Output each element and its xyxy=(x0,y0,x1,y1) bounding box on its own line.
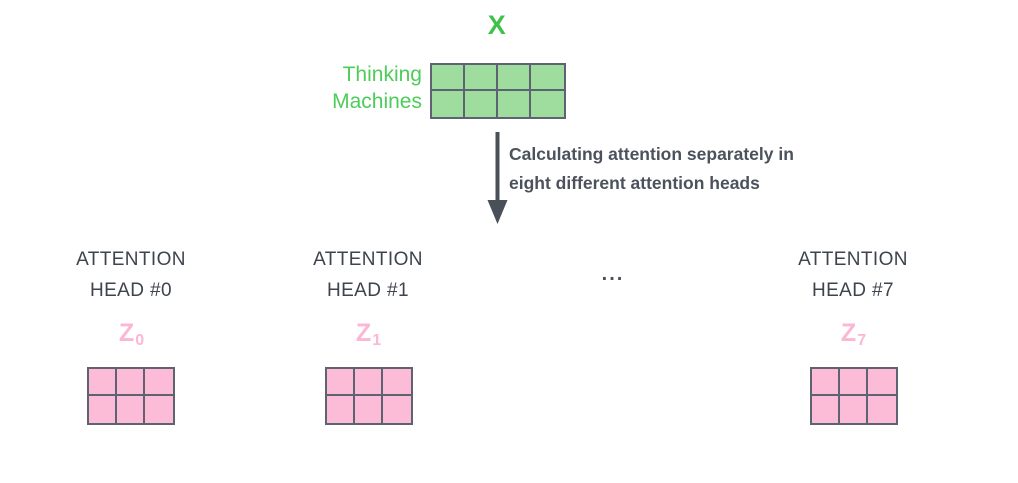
matrix-row xyxy=(432,91,564,117)
matrix-cell xyxy=(145,396,173,423)
output-letter: Z xyxy=(355,319,372,347)
title-line-0: ATTENTION xyxy=(798,249,908,270)
matrix-cell xyxy=(327,396,355,423)
matrix-cell xyxy=(840,369,868,396)
matrix-cell xyxy=(465,91,498,117)
matrix-cell xyxy=(117,369,145,396)
matrix-cell xyxy=(355,369,383,396)
matrix-row xyxy=(812,369,896,396)
matrix-row xyxy=(89,369,173,396)
output-letter: Z xyxy=(840,319,857,347)
transition-caption: Calculating attention separately in eigh… xyxy=(509,140,909,198)
matrix-cell xyxy=(89,369,117,396)
caption-line-0: Calculating attention separately in xyxy=(509,144,794,164)
title-line-0: ATTENTION xyxy=(76,249,186,270)
matrix-cell xyxy=(812,369,840,396)
matrix-cell xyxy=(383,369,411,396)
attention-head-0-matrix xyxy=(87,367,175,425)
matrix-cell xyxy=(812,396,840,423)
matrix-cell xyxy=(498,91,531,117)
attention-head-1-output-label: Z1 xyxy=(268,319,468,349)
attention-head-7: ATTENTION HEAD #7 Z7 xyxy=(753,244,953,349)
matrix-row xyxy=(327,396,411,423)
attention-head-0: ATTENTION HEAD #0 Z0 xyxy=(31,244,231,349)
input-matrix-label: X xyxy=(487,10,507,40)
title-line-1: HEAD #0 xyxy=(89,280,172,301)
output-subscript: 1 xyxy=(372,332,382,349)
matrix-cell xyxy=(465,65,498,91)
matrix-cell xyxy=(868,369,896,396)
title-line-1: HEAD #1 xyxy=(326,280,409,301)
attention-head-0-title: ATTENTION HEAD #0 xyxy=(31,244,231,306)
title-line-0: ATTENTION xyxy=(313,249,423,270)
matrix-cell xyxy=(868,396,896,423)
token-label-0: Thinking xyxy=(342,63,422,86)
token-label-1: Machines xyxy=(332,90,422,113)
matrix-cell xyxy=(383,396,411,423)
matrix-cell xyxy=(355,396,383,423)
matrix-cell xyxy=(89,396,117,423)
down-arrow-icon xyxy=(487,132,508,224)
ellipsis-separator: ... xyxy=(601,263,625,285)
attention-head-1: ATTENTION HEAD #1 Z1 xyxy=(268,244,468,349)
attention-head-0-output-label: Z0 xyxy=(31,319,231,349)
matrix-cell xyxy=(531,65,564,91)
attention-head-7-matrix xyxy=(810,367,898,425)
attention-head-1-title: ATTENTION HEAD #1 xyxy=(268,244,468,306)
matrix-row xyxy=(812,396,896,423)
matrix-cell xyxy=(840,396,868,423)
matrix-cell xyxy=(531,91,564,117)
attention-head-7-output-label: Z7 xyxy=(753,319,953,349)
attention-head-7-title: ATTENTION HEAD #7 xyxy=(753,244,953,306)
title-line-1: HEAD #7 xyxy=(811,280,894,301)
matrix-cell xyxy=(145,369,173,396)
attention-head-1-matrix xyxy=(325,367,413,425)
matrix-cell xyxy=(432,91,465,117)
output-letter: Z xyxy=(118,319,135,347)
matrix-row xyxy=(432,65,564,91)
matrix-row xyxy=(89,396,173,423)
matrix-cell xyxy=(498,65,531,91)
input-token-labels: Thinking Machines xyxy=(280,61,422,115)
matrix-cell xyxy=(117,396,145,423)
input-matrix xyxy=(430,63,566,119)
matrix-cell xyxy=(327,369,355,396)
output-subscript: 7 xyxy=(857,332,867,349)
matrix-cell xyxy=(432,65,465,91)
output-subscript: 0 xyxy=(135,332,145,349)
matrix-row xyxy=(327,369,411,396)
caption-line-1: eight different attention heads xyxy=(509,173,760,193)
